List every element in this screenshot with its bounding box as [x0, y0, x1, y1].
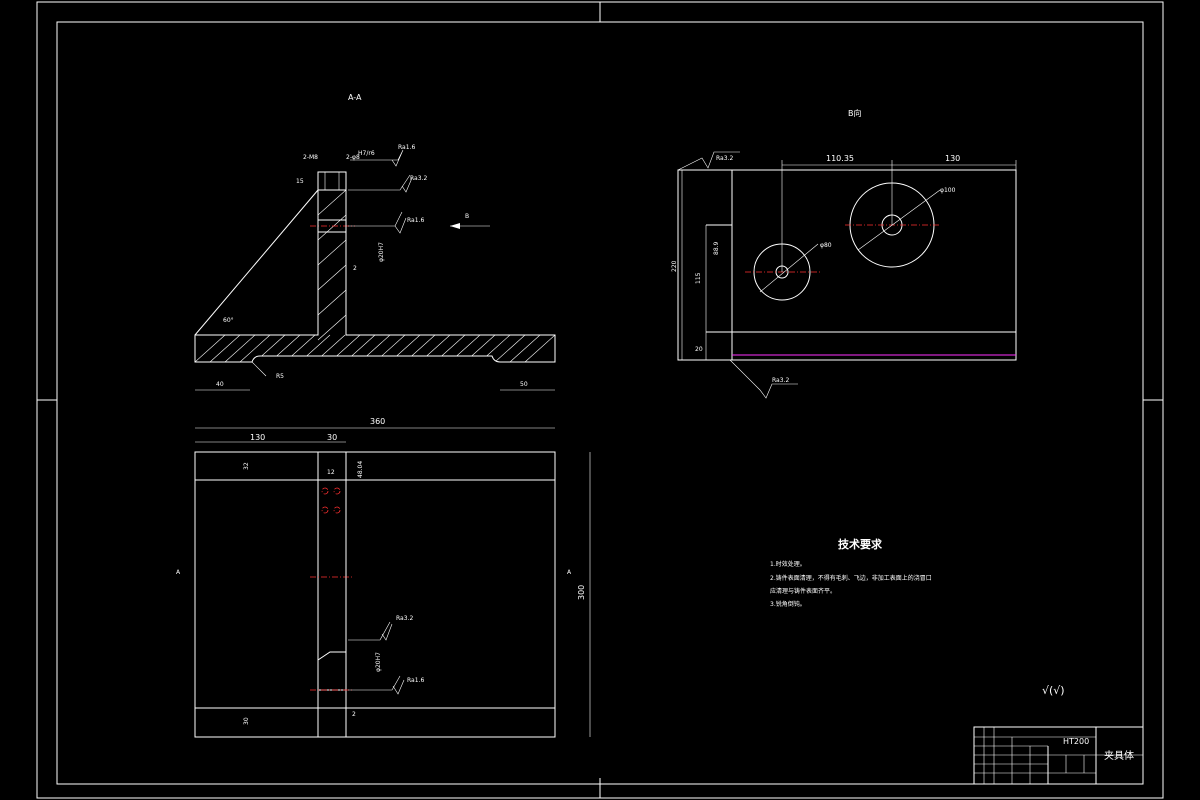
- technical-requirements: 技术要求 1.时效处理。 2.铸件表面清理，不得有毛刺、飞边，非加工表面上的浇冒…: [770, 537, 932, 608]
- dim-b-height: 220: [671, 260, 678, 272]
- tech-line-4: 3.锐角倒钝。: [770, 600, 806, 608]
- rough-b-top: Ra3.2: [716, 155, 733, 162]
- dim-spigot: φ20H7: [375, 652, 382, 672]
- dim-2: 2: [353, 265, 357, 272]
- dim-30b: 30: [243, 717, 250, 725]
- title-material: HT200: [1063, 737, 1089, 746]
- arrow-b-label: B: [465, 213, 469, 220]
- rough-b-bottom: Ra3.2: [772, 377, 789, 384]
- dim-15: 15: [296, 178, 304, 185]
- rough-top-view-a: Ra3.2: [396, 615, 413, 622]
- dim-115: 115: [695, 272, 702, 284]
- tech-line-2: 2.铸件表面清理，不得有毛刺、飞边，非加工表面上的浇冒口: [770, 574, 932, 582]
- surface-note: √(√): [1042, 684, 1065, 697]
- tech-line-3: 应清理与铸件表面齐平。: [770, 587, 836, 595]
- dim-overall-width: 360: [370, 417, 385, 426]
- dim-30: 30: [327, 433, 337, 442]
- circle-small-label: φ80: [820, 242, 832, 249]
- section-marker-left: A: [176, 569, 181, 576]
- rough-bore: Ra1.6: [407, 217, 424, 224]
- rough-top: Ra1.6: [398, 144, 415, 151]
- dim-130: 130: [250, 433, 265, 442]
- dim-130b: 130: [945, 154, 960, 163]
- top-view: 360 130 30 32 12 48.04 30 300 2 φ20H7 A …: [176, 417, 591, 738]
- dim-r5: R5: [276, 373, 284, 380]
- inner-frame: [56, 21, 1144, 785]
- outer-frame: [36, 1, 1164, 799]
- circle-large-label: φ100: [940, 187, 956, 194]
- tech-title: 技术要求: [838, 537, 883, 551]
- dim-40: 40: [216, 381, 224, 388]
- label-fit: H7/r6: [358, 150, 375, 157]
- dim-bore: φ20H7: [378, 242, 385, 262]
- rough-top-view-b: Ra1.6: [407, 677, 424, 684]
- dim-height: 300: [577, 585, 586, 600]
- title-part-name: 夹具体: [1104, 749, 1134, 762]
- front-section-view: A-A: [194, 93, 556, 391]
- dim-50: 50: [520, 381, 528, 388]
- title-block: HT200 夹具体: [973, 726, 1144, 785]
- label-holes-a: 2-M8: [303, 154, 318, 161]
- rough-column: Ra3.2: [410, 175, 427, 182]
- dim-32: 32: [243, 462, 250, 470]
- tech-line-1: 1.时效处理。: [770, 560, 806, 568]
- dim-88: 88.9: [713, 241, 720, 255]
- dim-48: 48.04: [357, 461, 364, 478]
- section-label: A-A: [348, 93, 362, 102]
- dim-2b: 2: [352, 711, 356, 718]
- b-view-label: B向: [848, 108, 862, 118]
- dim-angle: 60°: [223, 317, 234, 324]
- label-holes-b: 2-φ8: [346, 154, 360, 161]
- section-marker-right: A: [567, 569, 572, 576]
- dim-110: 110.35: [826, 154, 854, 163]
- dim-12: 12: [327, 469, 335, 476]
- dim-20: 20: [695, 346, 703, 353]
- b-direction-view: B向 110.35 130 220 115 20 88.9 φ80 φ100 R…: [671, 108, 1017, 399]
